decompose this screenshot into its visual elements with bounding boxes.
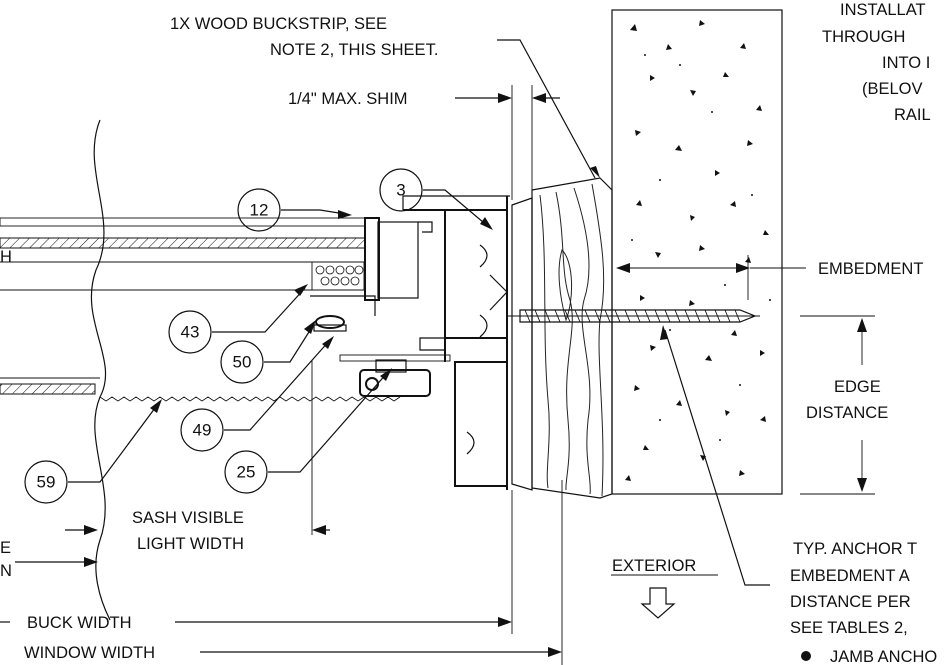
buckstrip-note-line1: 1X WOOD BUCKSTRIP, SEE [170, 15, 387, 33]
buck-width-label: BUCK WIDTH [27, 614, 132, 632]
sash-glazing [0, 217, 433, 332]
left-cut-letter-e: E [0, 539, 11, 557]
sash-visible-line2: LIGHT WIDTH [137, 535, 244, 553]
window-frame [402, 195, 510, 490]
shim [511, 197, 533, 491]
svg-text:49: 49 [193, 421, 212, 440]
left-cut-letter-h: H [0, 248, 12, 266]
edge-distance-line1: EDGE [834, 378, 881, 396]
callout-3: 3 [379, 168, 423, 212]
window-width-label: WINDOW WIDTH [24, 644, 155, 662]
anchor-screw [507, 309, 760, 323]
svg-text:59: 59 [37, 473, 56, 492]
wood-buckstrip [531, 177, 613, 499]
callout-25: 25 [224, 450, 268, 494]
anchor-note-line1: TYP. ANCHOR T [793, 540, 917, 558]
anchor-note-line4: SEE TABLES 2, [790, 619, 908, 637]
callout-12: 12 [237, 188, 281, 232]
edge-distance-line2: DISTANCE [806, 404, 888, 422]
install-note-line2: THROUGH [822, 28, 905, 46]
anchor-note-line2: EMBEDMENT A [790, 567, 910, 585]
buckstrip-note-line2: NOTE 2, THIS SHEET. [270, 41, 438, 59]
callout-50: 50 [220, 340, 264, 384]
left-cut-letter-n: N [0, 562, 12, 580]
install-note-line3: INTO I [882, 54, 930, 72]
install-note-line5: RAIL [894, 106, 931, 124]
callout-59: 59 [24, 460, 68, 504]
anchor-bullet [801, 651, 811, 661]
lower-glazing [0, 377, 100, 395]
anchor-note-line5: JAMB ANCHO [830, 648, 937, 665]
install-note-line4: (BELOV [862, 80, 923, 98]
anchor-note-line3: DISTANCE PER [790, 593, 911, 611]
svg-text:25: 25 [237, 463, 256, 482]
install-note-line1: INSTALLAT [840, 1, 926, 19]
embedment-label: EMBEDMENT [818, 260, 923, 278]
leaders [0, 39, 875, 665]
callout-49: 49 [180, 408, 224, 452]
break-line [90, 119, 401, 621]
sash-visible-line1: SASH VISIBLE [132, 509, 244, 527]
svg-text:12: 12 [250, 201, 269, 220]
svg-text:50: 50 [233, 353, 252, 372]
exterior-label: EXTERIOR [612, 557, 696, 575]
shim-label: 1/4" MAX. SHIM [288, 90, 408, 108]
callout-43: 43 [168, 310, 212, 354]
sash-weatherstrip [339, 354, 451, 397]
concrete-wall [611, 9, 783, 495]
svg-text:43: 43 [181, 323, 200, 342]
svg-text:3: 3 [396, 181, 405, 200]
